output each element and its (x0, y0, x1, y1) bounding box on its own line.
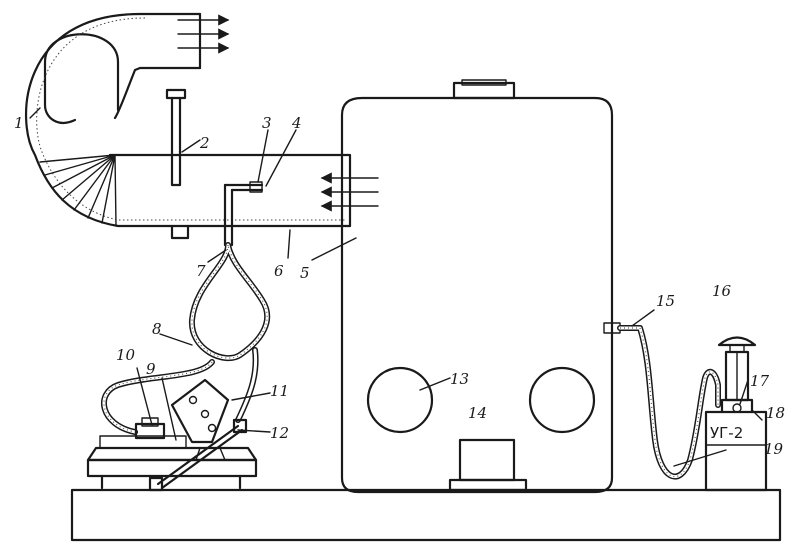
inlet-arrows (320, 172, 379, 212)
exhaust-duct (25, 12, 352, 240)
label-11: 11 (270, 382, 289, 400)
label-8: 8 (152, 320, 162, 338)
tank-outlet-hose (603, 322, 721, 480)
hose-loop (188, 242, 271, 362)
label-6: 6 (274, 262, 284, 280)
damper-rod (165, 88, 187, 187)
label-16: 16 (712, 282, 732, 300)
part-number-labels: 1 2 3 4 5 6 7 8 9 10 11 12 13 14 15 16 1… (14, 114, 785, 458)
label-9: 9 (146, 360, 156, 378)
pump-hose (100, 347, 259, 435)
label-19: 19 (764, 440, 784, 458)
base-platform (70, 488, 782, 542)
ug2-device (704, 336, 768, 492)
label-4: 4 (291, 114, 302, 132)
label-17: 17 (750, 372, 770, 390)
bellows-pump (86, 378, 258, 492)
label-15: 15 (656, 292, 675, 310)
leader-lines (29, 107, 763, 467)
label-1: 1 (14, 114, 24, 132)
label-18: 18 (766, 404, 785, 422)
label-7: 7 (196, 262, 206, 280)
label-3: 3 (262, 114, 272, 132)
label-14: 14 (468, 404, 487, 422)
ug2-label: УГ-2 (710, 424, 743, 442)
sampling-tube (223, 181, 264, 247)
tank (340, 79, 614, 494)
label-5: 5 (300, 264, 310, 282)
label-2: 2 (199, 134, 210, 152)
label-10: 10 (116, 346, 136, 364)
label-13: 13 (450, 370, 469, 388)
label-12: 12 (270, 424, 289, 442)
